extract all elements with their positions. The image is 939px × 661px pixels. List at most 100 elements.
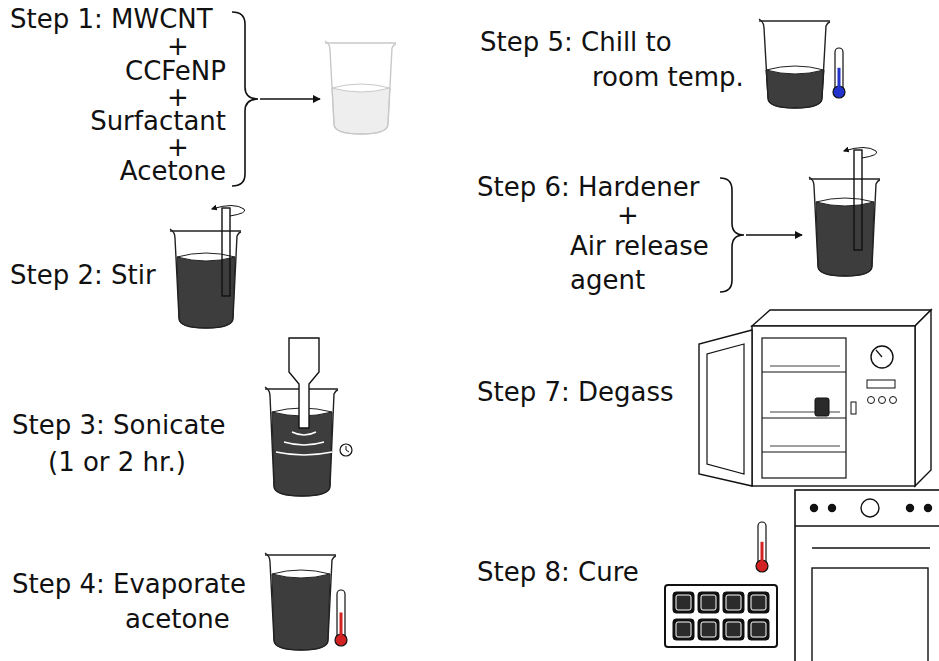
- liquid-surface: [332, 84, 390, 88]
- timer-hands: [346, 446, 349, 452]
- beaker-outline: [759, 19, 830, 108]
- beaker-liquid: [332, 88, 390, 134]
- beaker-liquid: [177, 257, 235, 328]
- mold-cell: [748, 592, 769, 613]
- step-label: Step 7: Degass: [477, 377, 674, 407]
- mold-cell-inner: [676, 595, 691, 610]
- step-label: Step 5: Chill to: [480, 27, 672, 57]
- beaker-outline: [325, 41, 396, 134]
- mold-cell-inner: [701, 595, 716, 610]
- curing-oven: [795, 490, 939, 661]
- curly-brace: [232, 12, 258, 186]
- thermometer-tube: [758, 522, 766, 566]
- step-label: Step 1: MWCNT: [10, 4, 213, 34]
- sound-wave: [276, 452, 332, 455]
- vacuum-oven: [699, 310, 931, 486]
- beaker-rim: [759, 20, 830, 21]
- oven-knob: [829, 505, 836, 512]
- beaker-liquid: [816, 202, 874, 276]
- beaker: [809, 177, 880, 276]
- sample-beaker: [815, 398, 829, 416]
- mold-cell-inner: [726, 622, 741, 637]
- thermometer: [833, 48, 845, 98]
- mold-cell: [673, 619, 694, 640]
- door-window: [707, 344, 744, 474]
- step-text: acetone: [125, 604, 230, 634]
- mold-cell-inner: [751, 595, 766, 610]
- mold-cell: [748, 619, 769, 640]
- door-latch: [851, 402, 856, 414]
- step-text: Acetone: [120, 156, 226, 186]
- beaker-outline: [809, 177, 880, 276]
- liquid-surface: [766, 66, 824, 70]
- gauge-needle: [876, 350, 882, 357]
- mold-cell-inner: [676, 622, 691, 637]
- thermometer: [335, 590, 347, 646]
- door-handle: [812, 547, 930, 548]
- step-label: Step 2: Stir: [10, 260, 156, 290]
- oven-shelf: [770, 446, 840, 447]
- oven-front: [752, 326, 915, 486]
- mold-cell: [723, 592, 744, 613]
- oven-shelf: [762, 417, 846, 418]
- beaker-rim: [809, 178, 880, 179]
- beaker: [265, 553, 336, 650]
- oven-body: [795, 490, 939, 661]
- mold-cell: [698, 619, 719, 640]
- thermometer-column: [761, 542, 764, 566]
- step-text: agent: [570, 265, 645, 295]
- stir-rod: [854, 150, 862, 250]
- step-text: +: [617, 200, 639, 230]
- oven-knob: [861, 499, 879, 517]
- thermometer-column: [838, 68, 841, 92]
- oven-shelf: [762, 451, 846, 452]
- oven-knob: [811, 505, 818, 512]
- mold-tray: [665, 585, 777, 647]
- rotation-arrow: [844, 148, 877, 159]
- oven-shelf: [770, 366, 840, 367]
- beaker-liquid: [766, 70, 824, 108]
- step-text: CCFeNP: [125, 56, 226, 86]
- tray-outline: [665, 585, 777, 647]
- step-text: Surfactant: [90, 106, 226, 136]
- beaker-outline: [265, 553, 336, 650]
- step-label: Step 4: Evaporate: [12, 569, 246, 599]
- curly-brace: [720, 178, 744, 292]
- step-label: Step 8: Cure: [477, 557, 639, 587]
- beaker: [759, 19, 830, 108]
- thermometer-tube: [337, 590, 345, 640]
- timer-face: [340, 444, 352, 456]
- beaker: [325, 41, 396, 134]
- thermometer: [756, 522, 768, 572]
- rotation-arrow: [212, 206, 245, 217]
- oven-top: [752, 310, 931, 326]
- stir-rod: [222, 208, 230, 296]
- beaker-liquid: [272, 574, 330, 650]
- display: [867, 380, 895, 388]
- step-text: room temp.: [592, 62, 744, 92]
- liquid-surface: [272, 570, 330, 574]
- control-button: [890, 397, 897, 404]
- thermometer-tube: [835, 48, 843, 92]
- oven-knob: [907, 505, 914, 512]
- oven-shelf: [762, 371, 846, 372]
- open-door: [699, 330, 752, 486]
- beaker-rim: [265, 554, 336, 555]
- oven-window: [812, 568, 928, 661]
- mold-cell: [698, 592, 719, 613]
- mold-cell: [723, 619, 744, 640]
- thermometer-column: [340, 613, 343, 641]
- timer-icon: [340, 444, 352, 456]
- oven-knob: [925, 505, 932, 512]
- mold-cell-inner: [726, 595, 741, 610]
- sound-wave: [284, 442, 324, 445]
- beaker-rim: [325, 42, 396, 43]
- step-label: Step 6: Hardener: [477, 172, 699, 202]
- oven-cavity: [762, 338, 846, 478]
- step-label: Step 3: Sonicate: [12, 410, 226, 440]
- oven-side: [915, 310, 931, 486]
- arrow-line: [260, 98, 320, 100]
